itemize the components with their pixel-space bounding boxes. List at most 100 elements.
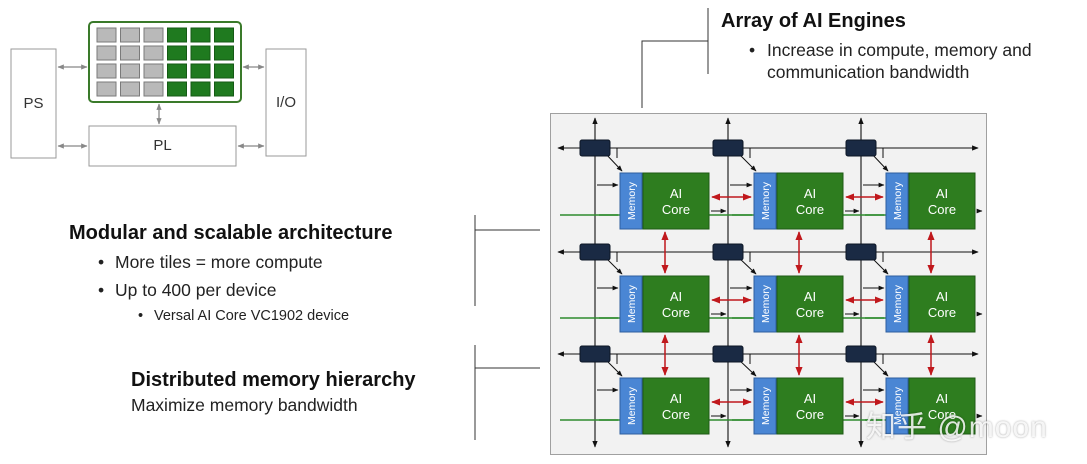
memory-block <box>753 377 777 435</box>
memory-callout-bracket <box>474 345 540 440</box>
mini-tile-green <box>214 63 234 79</box>
memory-heading: Distributed memory hierarchy <box>131 369 416 391</box>
memory-label: Memory <box>760 386 772 425</box>
modular-bullet-dot-2: • <box>98 280 105 300</box>
modular-callout-bracket <box>474 215 540 306</box>
stream-switch <box>579 345 611 363</box>
stream-switch <box>845 345 877 363</box>
pl-label: PL <box>153 137 172 154</box>
ai-core-label-line2: Core <box>796 407 824 422</box>
aie-mini-grid <box>96 27 234 97</box>
memory-label: Memory <box>892 181 904 220</box>
memory-block <box>753 275 777 333</box>
ai-core-block <box>776 275 844 333</box>
memory-label: Memory <box>892 386 904 425</box>
mini-tile-gray <box>96 81 117 97</box>
mini-tile-gray <box>96 27 117 43</box>
memory-label: Memory <box>892 284 904 323</box>
memory-block <box>753 172 777 230</box>
mini-tile-green <box>190 27 211 43</box>
ai-core-block <box>776 172 844 230</box>
memory-block <box>885 377 909 435</box>
ai-core-label-line2: Core <box>662 407 690 422</box>
ai-core-label-line1: AI <box>936 186 948 201</box>
mini-tile-green <box>190 81 211 97</box>
mini-tile-gray <box>143 63 164 79</box>
ai-core-block <box>642 275 710 333</box>
modular-bullet-2: Up to 400 per device <box>115 280 277 300</box>
memory-block <box>885 172 909 230</box>
ai-core-label-line1: AI <box>936 391 948 406</box>
array-heading: Array of AI Engines <box>721 10 906 32</box>
memory-label: Memory <box>760 284 772 323</box>
ps-label: PS <box>23 95 44 112</box>
array-callout-bracket <box>641 8 709 108</box>
pl-box <box>88 125 237 167</box>
soc-diagram <box>10 21 307 167</box>
io-box <box>265 48 307 157</box>
ai-core-block <box>908 172 976 230</box>
array-bullet-1-cont: communication bandwidth <box>767 62 970 82</box>
memory-block <box>619 275 643 333</box>
memory-subtitle: Maximize memory bandwidth <box>131 395 358 415</box>
mini-tile-green <box>190 45 211 61</box>
ai-core-block <box>642 172 710 230</box>
ai-core-label-line1: AI <box>670 289 682 304</box>
ai-core-label-line2: Core <box>796 305 824 320</box>
ai-core-label-line1: AI <box>804 186 816 201</box>
mini-tile-green <box>190 63 211 79</box>
memory-block <box>619 172 643 230</box>
stream-switch <box>712 243 744 261</box>
mini-tile-gray <box>143 45 164 61</box>
mini-tile-green <box>214 81 234 97</box>
ai-core-label-line1: AI <box>804 289 816 304</box>
stream-switch <box>712 139 744 157</box>
ai-core-label-line2: Core <box>928 202 956 217</box>
stream-switch <box>845 139 877 157</box>
memory-label: Memory <box>760 181 772 220</box>
mini-tile-green <box>214 45 234 61</box>
memory-label: Memory <box>626 386 638 425</box>
mini-tile-green <box>167 63 187 79</box>
mini-tile-gray <box>96 63 117 79</box>
modular-sub-bullet-1: Versal AI Core VC1902 device <box>154 308 350 324</box>
modular-heading: Modular and scalable architecture <box>69 222 393 244</box>
mini-tile-gray <box>120 45 140 61</box>
mini-tile-gray <box>143 27 164 43</box>
array-bullet-dot: • <box>749 40 756 60</box>
modular-sub-bullet-dot: • <box>138 308 144 324</box>
ps-box <box>10 48 57 159</box>
mini-tile-gray <box>143 81 164 97</box>
ai-core-label-line2: Core <box>796 202 824 217</box>
ai-core-label-line2: Core <box>662 305 690 320</box>
memory-block <box>885 275 909 333</box>
ai-core-block <box>776 377 844 435</box>
array-bullet-1: Increase in compute, memory and <box>767 40 1032 60</box>
ai-core-block <box>642 377 710 435</box>
ai-core-block <box>908 377 976 435</box>
mini-tile-green <box>214 27 234 43</box>
stream-switch <box>579 139 611 157</box>
ai-core-label-line2: Core <box>662 202 690 217</box>
watermark: 知乎 @moon <box>866 411 1048 444</box>
mini-tile-green <box>167 45 187 61</box>
memory-block <box>619 377 643 435</box>
ai-core-label-line2: Core <box>928 305 956 320</box>
ai-core-block <box>908 275 976 333</box>
stream-switch <box>712 345 744 363</box>
mini-tile-green <box>167 27 187 43</box>
ai-core-label-line1: AI <box>936 289 948 304</box>
ai-core-label-line1: AI <box>804 391 816 406</box>
memory-label: Memory <box>626 181 638 220</box>
ai-core-label-line2: Core <box>928 407 956 422</box>
ai-core-label-line1: AI <box>670 186 682 201</box>
modular-bullet-dot-1: • <box>98 252 105 272</box>
memory-label: Memory <box>626 284 638 323</box>
stream-switch <box>579 243 611 261</box>
mini-tile-gray <box>120 63 140 79</box>
modular-bullet-1: More tiles = more compute <box>115 252 323 272</box>
mini-tile-gray <box>120 81 140 97</box>
mini-tile-gray <box>96 45 117 61</box>
ai-core-label-line1: AI <box>670 391 682 406</box>
